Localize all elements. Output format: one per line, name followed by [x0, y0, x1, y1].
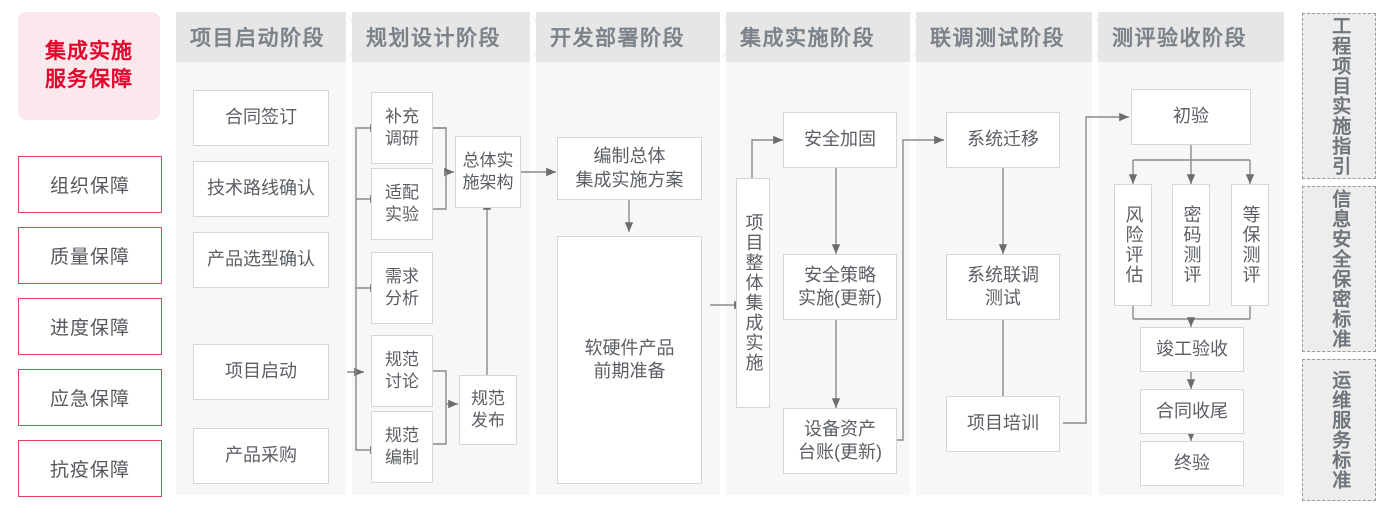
node-label: 项目培训	[967, 413, 1039, 434]
guarantee-item-schedule[interactable]: 进度保障	[18, 298, 162, 355]
guarantee-label: 应急保障	[49, 389, 130, 410]
phase-header-acceptance[interactable]: 测评验收阶段	[1098, 12, 1284, 62]
node-label: 终验	[1174, 452, 1210, 473]
node-label: 系统迁移	[967, 129, 1039, 150]
node-security-policy-impl[interactable]: 安全策略实施(更新)	[783, 254, 897, 320]
node-label-line-2: 实施(更新)	[798, 288, 882, 308]
node-overall-architecture[interactable]: 总体实施架构	[455, 136, 521, 208]
standard-ops-service[interactable]: 运维服务标准	[1302, 359, 1376, 501]
node-spec-release[interactable]: 规范发布	[459, 375, 517, 445]
node-preliminary-acceptance[interactable]: 初验	[1131, 89, 1251, 145]
node-requirement-analysis[interactable]: 需求分析	[371, 252, 433, 324]
guarantee-label: 组织保障	[49, 176, 130, 197]
left-panel-heading: 集成实施 服务保障	[18, 12, 160, 120]
node-product-selection-confirm[interactable]: 产品选型确认	[193, 232, 329, 288]
phase-header-label: 集成实施阶段	[740, 27, 875, 50]
node-adaptation-experiment[interactable]: 适配实验	[371, 168, 433, 240]
node-final-acceptance[interactable]: 终验	[1140, 441, 1244, 486]
node-label: 竣工验收	[1156, 338, 1228, 359]
guarantee-item-organization[interactable]: 组织保障	[18, 156, 162, 213]
node-label-line-2: 讨论	[385, 372, 419, 391]
node-label-line-2: 台账(更新)	[798, 442, 882, 462]
guarantee-label: 进度保障	[49, 318, 130, 339]
node-label: 产品采购	[225, 445, 297, 466]
node-system-joint-test[interactable]: 系统联调测试	[946, 254, 1060, 320]
phase-header-joint-test[interactable]: 联调测试阶段	[916, 12, 1092, 62]
node-label-line-2: 分析	[385, 289, 419, 308]
guarantee-item-epidemic[interactable]: 抗疫保障	[18, 440, 162, 497]
phase-header-label: 开发部署阶段	[550, 27, 685, 50]
phase-header-label: 测评验收阶段	[1112, 27, 1247, 50]
node-asset-ledger[interactable]: 设备资产台账(更新)	[783, 408, 897, 474]
guarantee-label: 质量保障	[49, 247, 130, 268]
node-completion-acceptance[interactable]: 竣工验收	[1140, 327, 1244, 372]
phase-header-planning[interactable]: 规划设计阶段	[352, 12, 530, 62]
node-contract-signing[interactable]: 合同签订	[193, 90, 329, 146]
node-product-procurement[interactable]: 产品采购	[193, 428, 329, 484]
node-label-line-2: 施架构	[462, 173, 514, 192]
node-label: 初验	[1173, 106, 1209, 127]
guarantee-item-quality[interactable]: 质量保障	[18, 227, 162, 284]
node-contract-closure[interactable]: 合同收尾	[1140, 389, 1244, 434]
node-project-training[interactable]: 项目培训	[946, 396, 1060, 452]
node-project-kickoff[interactable]: 项目启动	[193, 344, 329, 400]
standard-infosec[interactable]: 信息安全保密标准	[1302, 186, 1376, 352]
node-label: 等保测评	[1240, 205, 1261, 285]
node-spec-drafting[interactable]: 规范编制	[371, 411, 433, 483]
node-label-line-1: 软硬件产品	[584, 337, 675, 358]
node-system-migration[interactable]: 系统迁移	[946, 112, 1060, 168]
node-risk-assessment[interactable]: 风险评估	[1114, 184, 1152, 306]
standard-label: 信息安全保密标准	[1329, 189, 1351, 349]
node-mlps-evaluation[interactable]: 等保测评	[1231, 184, 1269, 306]
node-label: 合同收尾	[1156, 400, 1228, 421]
node-overall-project-integration[interactable]: 项目整体集成实施	[736, 178, 770, 408]
phase-header-development[interactable]: 开发部署阶段	[536, 12, 720, 62]
node-label-line-1: 规范	[385, 425, 419, 445]
node-label: 产品选型确认	[207, 249, 315, 270]
standard-label: 工程项目实施指引	[1329, 16, 1351, 176]
node-label-line-2: 测试	[985, 288, 1021, 308]
phase-header-integration[interactable]: 集成实施阶段	[726, 12, 910, 62]
node-label: 项目启动	[225, 361, 297, 382]
node-supplementary-research[interactable]: 补充调研	[371, 92, 433, 164]
node-label-line-2: 集成实施方案	[575, 169, 684, 190]
node-label-line-1: 补充	[385, 106, 419, 126]
node-hw-sw-preparation[interactable]: 软硬件产品前期准备	[557, 236, 702, 484]
node-label-line-1: 适配	[385, 182, 419, 202]
node-label-line-1: 规范	[385, 349, 419, 369]
node-label-line-1: 设备资产	[804, 418, 876, 439]
node-spec-discussion[interactable]: 规范讨论	[371, 335, 433, 407]
node-label: 密码测评	[1181, 205, 1202, 285]
phase-header-label: 项目启动阶段	[190, 27, 325, 50]
node-tech-route-confirm[interactable]: 技术路线确认	[193, 161, 329, 217]
phase-header-label: 联调测试阶段	[930, 27, 1065, 50]
node-overall-integration-plan[interactable]: 编制总体集成实施方案	[557, 137, 702, 200]
node-label-line-1: 编制总体	[593, 146, 666, 167]
standard-label: 运维服务标准	[1329, 370, 1351, 490]
node-security-hardening[interactable]: 安全加固	[783, 112, 897, 168]
node-label-line-1: 总体实	[462, 150, 514, 170]
node-label-line-1: 系统联调	[967, 264, 1039, 285]
node-label: 合同签订	[225, 107, 297, 128]
node-label-line-1: 需求	[385, 266, 419, 286]
phase-header-startup[interactable]: 项目启动阶段	[176, 12, 346, 62]
node-crypto-evaluation[interactable]: 密码测评	[1172, 184, 1210, 306]
left-panel-heading-line-1: 集成实施	[45, 39, 133, 63]
node-label: 项目整体集成实施	[743, 213, 764, 373]
guarantee-item-emergency[interactable]: 应急保障	[18, 369, 162, 426]
node-label-line-2: 调研	[385, 129, 419, 148]
node-label-line-2: 编制	[385, 448, 419, 467]
node-label-line-2: 发布	[471, 411, 505, 430]
node-label: 风险评估	[1123, 205, 1144, 285]
standard-engineering-guideline[interactable]: 工程项目实施指引	[1302, 13, 1376, 179]
node-label-line-1: 规范	[471, 388, 505, 408]
node-label-line-2: 前期准备	[593, 361, 666, 381]
node-label-line-2: 实验	[385, 205, 419, 224]
node-label-line-1: 安全策略	[804, 264, 876, 285]
node-label: 技术路线确认	[207, 178, 315, 199]
node-label: 安全加固	[804, 129, 876, 150]
phase-header-label: 规划设计阶段	[366, 27, 501, 50]
guarantee-label: 抗疫保障	[49, 460, 130, 481]
left-panel-heading-line-2: 服务保障	[45, 68, 133, 91]
